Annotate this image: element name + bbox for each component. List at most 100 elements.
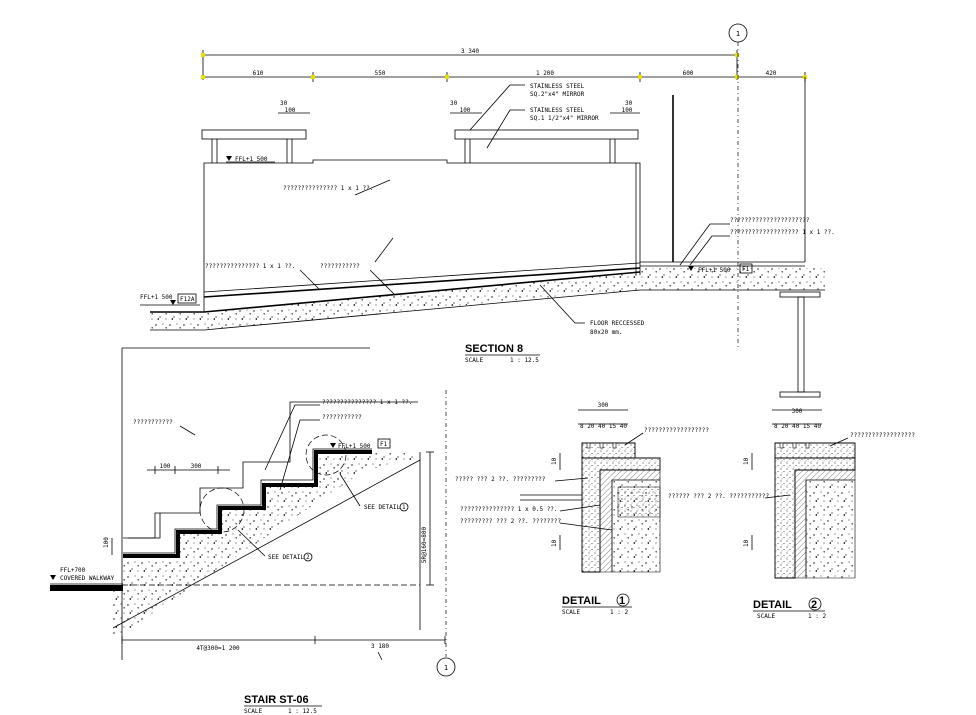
detail2-dim-width: 300 (792, 408, 803, 415)
detail-callout-circle-2 (199, 487, 245, 533)
stair-note-left: ??????????? (133, 419, 196, 436)
svg-text:1 : 2: 1 : 2 (808, 613, 826, 620)
note-floor-1: ??????????????? 1 x 1 ??. (205, 263, 295, 270)
dim-tick-marker (311, 75, 315, 79)
stair-st-06: ??????????????? 1 x 1 ??. ??????????? ??… (50, 347, 456, 715)
dim-tick-marker (735, 75, 739, 79)
detail2-dim-10-bottom: 10 (743, 539, 750, 547)
svg-text:??????????????? 1 x 1 ??.: ??????????????? 1 x 1 ??. (322, 399, 412, 406)
dim-30-mid: 30 (450, 100, 458, 107)
dim-overall-text: 3 340 (461, 48, 479, 55)
svg-text:F1: F1 (742, 266, 750, 273)
detail1-note-top: ?????????????????? (644, 427, 709, 434)
right-slab (640, 77, 825, 398)
detail2-dim-10-top: 10 (743, 457, 750, 465)
dim-100-mid: 100 (460, 107, 471, 114)
note-right: ?????????????????????? ?????????????????… (679, 217, 835, 266)
svg-text:???????????: ??????????? (133, 419, 173, 426)
svg-text:FFL+1 500: FFL+1 500 (140, 294, 173, 301)
svg-text:SCALE: SCALE (244, 708, 262, 715)
detail2-note-mid: ?????? ??? 2 ??. ??????????? (668, 493, 770, 500)
level-marker-top: FFL+1 500 (226, 156, 275, 163)
dim-seg-5: 420 (766, 70, 777, 77)
stair-dim-300: 300 (191, 463, 202, 470)
dim-tick-marker (445, 75, 449, 79)
stair-level-bottom: FFL+700 COVERED WALKWAY (50, 567, 115, 582)
svg-text:???????????: ??????????? (322, 414, 362, 421)
svg-text:SCALE: SCALE (562, 609, 580, 616)
walkway-floor (50, 585, 123, 591)
svg-text:80x20 mm.: 80x20 mm. (590, 329, 623, 336)
svg-text:DETAIL: DETAIL (562, 595, 601, 607)
dim-seg-2: 550 (375, 70, 386, 77)
stair-note-top: ??????????????? 1 x 1 ??. (264, 399, 412, 471)
stair-title: STAIR ST-06 SCALE 1 : 12.5 (244, 694, 322, 715)
svg-text:F12A: F12A (180, 296, 195, 303)
handrail-right (454, 129, 639, 163)
svg-text:SCALE: SCALE (465, 357, 483, 364)
stair-dim-bottom: 4T@300=1 200 (196, 645, 240, 652)
detail-1: 300 8 20 40 15 40 10 10 ????????????????… (455, 402, 709, 616)
ramp-slab (150, 271, 641, 331)
svg-text:COVERED WALKWAY: COVERED WALKWAY (60, 575, 115, 582)
dim-seg-3: 1 200 (536, 70, 554, 77)
note-stainless-1: STAINLESS STEEL SQ.2"x4" MIRROR (469, 83, 585, 131)
grid-line-1-top: 1 (728, 23, 748, 350)
stair-dim-100: 100 (160, 463, 171, 470)
dim-tick-marker (201, 75, 205, 79)
detail1-dim-10-bottom: 10 (551, 539, 558, 547)
detail-2: 300 8 20 40 15 40 10 10 ????????????????… (668, 408, 915, 620)
level-marker-right: FFL+1 500 F1 (688, 263, 753, 274)
svg-text:FFL+1 500: FFL+1 500 (235, 156, 268, 163)
handrail-left (201, 129, 307, 163)
svg-text:FLOOR RECCESSED: FLOOR RECCESSED (590, 320, 645, 327)
dim-tick-marker (201, 53, 205, 57)
stair-dim-riser: 100 (103, 537, 110, 548)
detail1-dim-10-top: 10 (551, 457, 558, 465)
detail2-dim-parts: 8 20 40 15 40 (774, 423, 821, 430)
svg-text:1: 1 (444, 664, 448, 672)
note-wall: ??????????????? 1 x 1 ??. (283, 185, 373, 192)
svg-text:2: 2 (306, 554, 310, 561)
dim-100-left: 100 (285, 107, 296, 114)
detail-1-title: DETAIL 1 SCALE 1 : 2 (562, 593, 632, 616)
level-marker-left: FFL+1 500 F12A (140, 293, 200, 306)
svg-text:??????????????????? 1 x 1 ??.: ??????????????????? 1 x 1 ??. (730, 229, 835, 236)
note-recess: FLOOR RECCESSED 80x20 mm. (539, 284, 645, 336)
svg-text:FFL+1 500: FFL+1 500 (338, 443, 371, 450)
note-stainless-2: STAINLESS STEEL SQ.1 1/2"x4" MIRROR (486, 107, 599, 149)
stair-dim-180: 3 180 (371, 643, 389, 650)
svg-text:1: 1 (619, 595, 625, 607)
svg-text:SQ.1 1/2"x4" MIRROR: SQ.1 1/2"x4" MIRROR (530, 115, 599, 122)
see-detail-1: SEE DETAIL 1 (339, 473, 409, 512)
section-8: 3 340 610 550 1 200 600 420 1 (140, 23, 835, 398)
dimension-overall: 3 340 (202, 48, 738, 80)
see-detail-2: SEE DETAIL 2 (237, 529, 313, 562)
svg-text:DETAIL: DETAIL (753, 599, 792, 611)
svg-text:1 : 12.5: 1 : 12.5 (510, 357, 539, 364)
svg-text:1 : 12.5: 1 : 12.5 (288, 708, 317, 715)
svg-text:??????????????????????: ?????????????????????? (730, 217, 810, 224)
svg-text:SCALE: SCALE (757, 613, 775, 620)
grid-bubble-bottom (436, 657, 456, 677)
dim-100-right: 100 (622, 107, 633, 114)
detail1-note-left-1: ????? ??? 2 ??. ????????? (455, 476, 546, 483)
svg-text:STAIR ST-06: STAIR ST-06 (244, 694, 309, 706)
svg-text:SQ.2"x4" MIRROR: SQ.2"x4" MIRROR (530, 91, 585, 98)
dim-30-right: 30 (625, 100, 633, 107)
stair-dim-vertical: 5R@160=800 (421, 527, 428, 564)
svg-text:1 : 2: 1 : 2 (610, 609, 628, 616)
detail-callout-circle-1 (305, 434, 347, 476)
svg-text:1: 1 (402, 504, 406, 511)
dim-30-left: 30 (280, 100, 288, 107)
note-floor-2: ??????????? (320, 263, 360, 270)
section-8-title: SECTION 8 SCALE 1 : 12.5 (465, 343, 540, 364)
stair-note-second: ??????????? (279, 414, 362, 491)
svg-text:2: 2 (811, 599, 817, 611)
svg-text:SECTION 8: SECTION 8 (465, 343, 523, 355)
detail2-note-top: ?????????????????? (850, 432, 915, 439)
svg-text:FFL+1 500: FFL+1 500 (698, 267, 731, 274)
svg-text:F1: F1 (380, 441, 388, 448)
grid-line-1-bottom: 1 (436, 390, 456, 677)
